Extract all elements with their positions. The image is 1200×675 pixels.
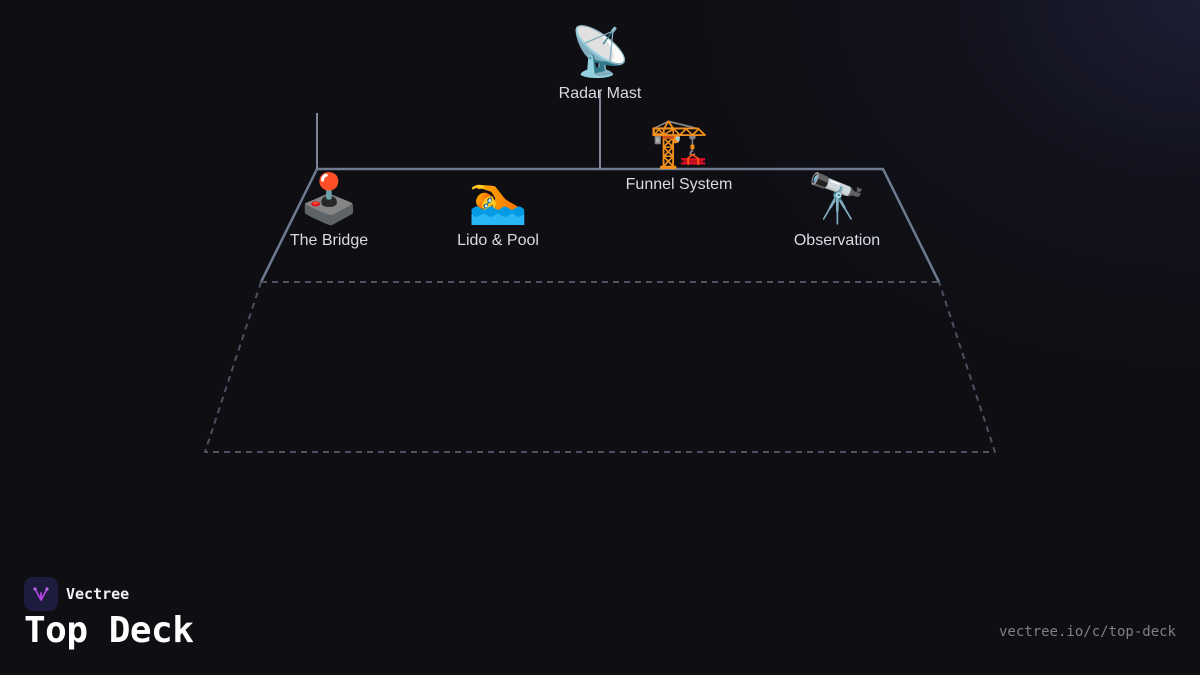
node-radar-mast[interactable]: 📡 Radar Mast (510, 22, 690, 103)
node-label: Funnel System (625, 176, 733, 193)
node-label: Observation (793, 232, 881, 249)
satellite-dish-icon: 📡 (570, 24, 630, 80)
joystick-icon: 🕹️ (299, 171, 359, 227)
node-label: Lido & Pool (457, 232, 539, 249)
brand-name: Vectree (66, 585, 130, 603)
page-url[interactable]: vectree.io/c/top-deck (998, 624, 1176, 640)
node-label: Radar Mast (558, 85, 642, 102)
telescope-icon: 🔭 (807, 171, 867, 227)
node-label: The Bridge (289, 232, 369, 249)
brand[interactable]: Vectree (24, 577, 129, 611)
vectree-logo-icon (24, 577, 58, 611)
node-observation[interactable]: 🔭 Observation (747, 169, 927, 250)
page-title: Top Deck (24, 610, 194, 651)
node-lido-pool[interactable]: 🏊 Lido & Pool (408, 169, 588, 250)
node-the-bridge[interactable]: 🕹️ The Bridge (239, 169, 419, 250)
lower-deck-dashed (204, 281, 996, 453)
construction-crane-icon: 🏗️ (649, 115, 709, 171)
node-funnel-system[interactable]: 🏗️ Funnel System (589, 113, 769, 194)
swimmer-icon: 🏊 (468, 171, 528, 227)
